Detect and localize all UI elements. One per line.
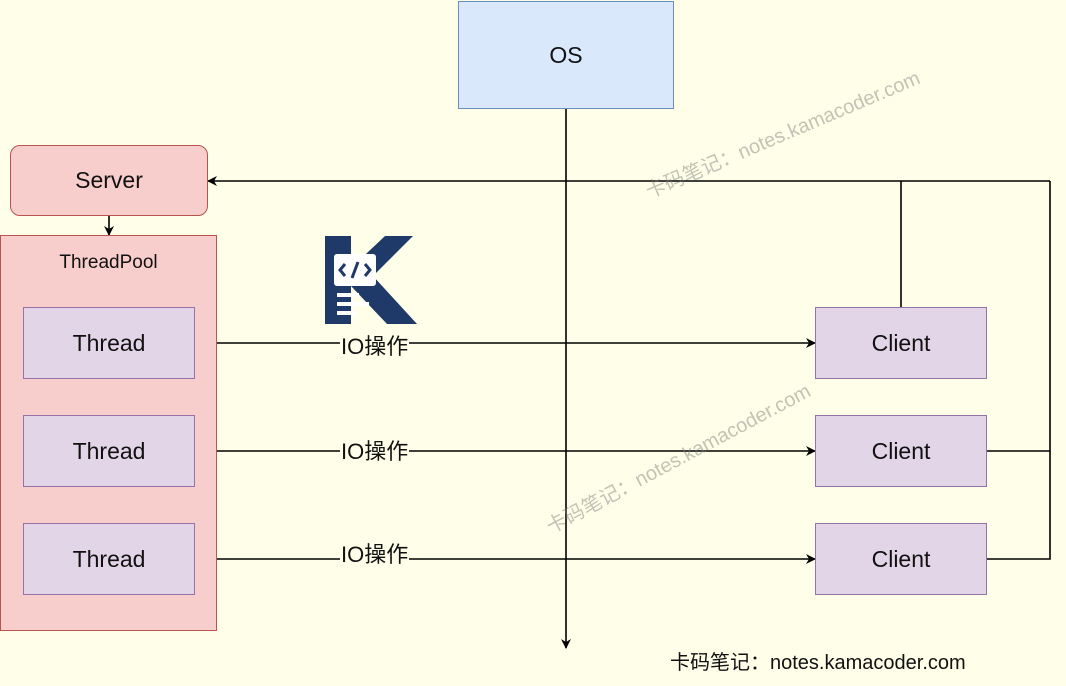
client-label: Client — [871, 545, 931, 572]
threadpool-label: ThreadPool — [59, 252, 158, 273]
client-label: Client — [871, 329, 931, 356]
thread-label: Thread — [72, 437, 146, 464]
thread-node-2: Thread — [23, 415, 195, 487]
thread-node-3: Thread — [23, 523, 195, 595]
thread-node-1: Thread — [23, 307, 195, 379]
thread-label: Thread — [72, 329, 146, 356]
footer-credit: 卡码笔记：notes.kamacoder.com — [670, 652, 966, 674]
client-node-3: Client — [815, 523, 987, 595]
client2-to-server-connector — [986, 181, 1051, 452]
client-node-2: Client — [815, 415, 987, 487]
client-label: Client — [871, 437, 931, 464]
io-label-1: IO操作 — [340, 334, 410, 359]
io-label-3: IO操作 — [340, 542, 410, 567]
os-node: OS — [458, 1, 674, 109]
io-label-2: IO操作 — [340, 439, 410, 464]
thread-label: Thread — [72, 545, 146, 572]
server-node: Server — [10, 145, 208, 216]
kamacoder-logo-icon — [325, 236, 417, 324]
client-node-1: Client — [815, 307, 987, 379]
os-label: OS — [549, 41, 583, 68]
server-label: Server — [75, 167, 143, 193]
client3-to-server-connector — [986, 451, 1051, 560]
